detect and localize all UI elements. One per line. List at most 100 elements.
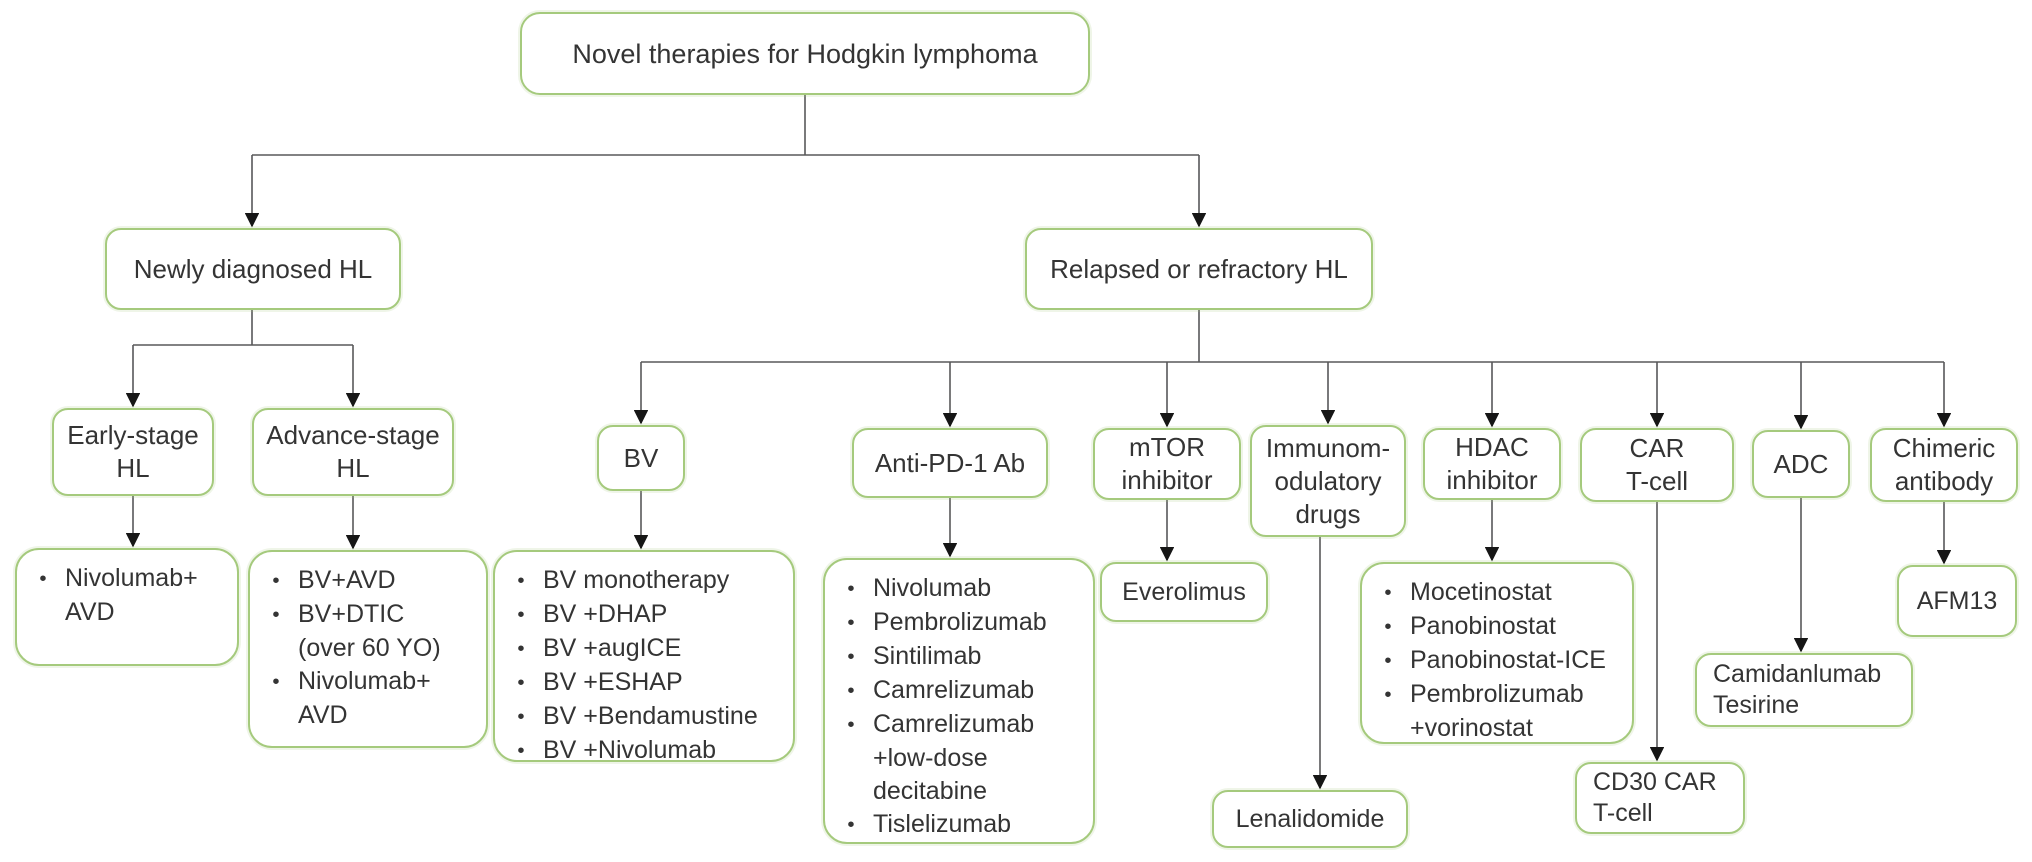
list-item-text: Panobinostat-ICE — [1410, 646, 1606, 674]
list-item-line: Tislelizumab — [829, 808, 1085, 842]
list-item-line: BV +ESHAP — [499, 666, 785, 700]
list-item-text: AVD — [298, 701, 348, 729]
list-item-text: Sintilimab — [873, 642, 982, 670]
bullet-icon — [1366, 610, 1410, 644]
node-cd30-car-t-cell: CD30 CAR T-cell — [1575, 762, 1745, 834]
list-item-text: Camrelizumab — [873, 710, 1035, 738]
list-item-text: BV +Bendamustine — [543, 702, 758, 730]
node-label: Camidanlumab — [1713, 660, 1882, 688]
bullet-icon — [499, 598, 543, 632]
node-label: inhibitor — [1446, 465, 1538, 495]
node-label: CAR — [1629, 433, 1685, 463]
node-label: antibody — [1894, 466, 1994, 496]
node-label: Immunom- — [1265, 432, 1391, 463]
list-item-line: decitabine — [829, 775, 1085, 808]
node-label: HDAC — [1455, 432, 1529, 462]
list-item-text: Pembrolizumab — [873, 608, 1047, 636]
node-label: CD30 CAR — [1593, 768, 1717, 796]
node-anti-pd-1-therapies: NivolumabPembrolizumabSintilimabCamreliz… — [823, 558, 1095, 844]
node-label: inhibitor — [1121, 465, 1213, 495]
bullet-icon — [21, 562, 65, 596]
list-item-line: BV +DHAP — [499, 598, 785, 632]
node-label: T-cell — [1593, 799, 1653, 827]
node-advance-stage-therapies: BV+AVD BV+DTIC (over 60 YO) Nivolumab+ AVD — [248, 550, 488, 748]
list-item-text: +vorinostat — [1410, 714, 1533, 742]
node-label: Novel therapies for Hodgkin lymphoma — [572, 38, 1038, 69]
list-item-line: Camrelizumab — [829, 674, 1085, 708]
node-label: Everolimus — [1122, 577, 1246, 606]
node-label: Lenalidomide — [1235, 804, 1385, 833]
bullet-icon — [499, 666, 543, 700]
node-label: drugs — [1295, 498, 1361, 529]
list-item-line: Nivolumab+ — [21, 562, 229, 596]
node-label: AFM13 — [1916, 586, 1998, 615]
list-item-text: Camrelizumab — [873, 676, 1035, 704]
list-item-text: BV+DTIC — [298, 600, 405, 628]
list-item-text: AVD — [65, 598, 115, 626]
node-label: Early-stage — [67, 420, 199, 450]
node-label: Advance-stage — [266, 420, 440, 450]
list-item-text: Mocetinostat — [1410, 578, 1552, 606]
list-item-line: Camrelizumab — [829, 708, 1085, 742]
bullet-icon — [829, 674, 873, 708]
node-root: Novel therapies for Hodgkin lymphoma — [520, 12, 1090, 95]
node-label: ADC — [1773, 448, 1829, 479]
list-item-text: BV +augICE — [543, 634, 682, 662]
list-item-text: Tislelizumab — [873, 810, 1012, 838]
list-item-line: +low-dose — [829, 742, 1085, 775]
list-item-line: BV +Bendamustine — [499, 700, 785, 734]
node-lenalidomide: Lenalidomide — [1212, 790, 1408, 848]
node-relapsed-refractory-hl: Relapsed or refractory HL — [1025, 228, 1373, 310]
list-item-text: BV +DHAP — [543, 600, 668, 628]
list-item-line: +vorinostat — [1366, 712, 1624, 745]
node-adc: ADC — [1752, 430, 1850, 498]
bullet-icon — [254, 564, 298, 598]
node-afm13: AFM13 — [1897, 565, 2017, 637]
bullet-icon — [499, 700, 543, 734]
list-item-text: Panobinostat — [1410, 612, 1556, 640]
node-anti-pd-1-ab: Anti-PD-1 Ab — [852, 428, 1048, 498]
node-label: odulatory — [1274, 465, 1382, 496]
bullet-icon — [499, 734, 543, 768]
list-item-text: +low-dose — [873, 744, 988, 772]
list-item-line: Mocetinostat — [1366, 576, 1624, 610]
list-item-line: BV monotherapy — [499, 564, 785, 598]
bullet-icon — [1366, 576, 1410, 610]
list-item-line: Panobinostat-ICE — [1366, 644, 1624, 678]
list-item-text: (over 60 YO) — [298, 634, 441, 662]
list-item-line: Nivolumab — [829, 572, 1085, 606]
bullet-icon — [499, 632, 543, 666]
node-label: mTOR — [1128, 432, 1206, 462]
node-label: Newly diagnosed HL — [133, 253, 373, 284]
list-item-text: BV monotherapy — [543, 566, 730, 594]
bullet-icon — [829, 640, 873, 674]
node-hdac-therapies: MocetinostatPanobinostatPanobinostat-ICE… — [1360, 562, 1634, 744]
bullet-icon — [1366, 644, 1410, 678]
bullet-icon — [829, 708, 873, 742]
node-everolimus: Everolimus — [1100, 562, 1268, 622]
node-bv-therapies: BV monotherapy BV +DHAP BV +augICE BV +ESHA… — [493, 550, 795, 764]
node-label: HL — [336, 453, 370, 483]
list-item-text: BV+AVD — [298, 566, 396, 594]
list-item-text: Nivolumab — [873, 574, 992, 602]
bullet-icon — [254, 598, 298, 632]
node-label: Chimeric — [1892, 433, 1996, 463]
bullet-icon — [254, 665, 298, 699]
node-label: BV — [623, 442, 659, 473]
list-item-text: decitabine — [873, 777, 987, 805]
list-item-line: Nivolumab+ — [254, 665, 478, 699]
list-item-text: Pembrolizumab — [1410, 680, 1584, 708]
list-item-text: Nivolumab+ — [298, 667, 431, 695]
bullet-icon — [829, 606, 873, 640]
node-newly-diagnosed-hl: Newly diagnosed HL — [105, 228, 401, 310]
list-item-line: BV+DTIC — [254, 598, 478, 632]
